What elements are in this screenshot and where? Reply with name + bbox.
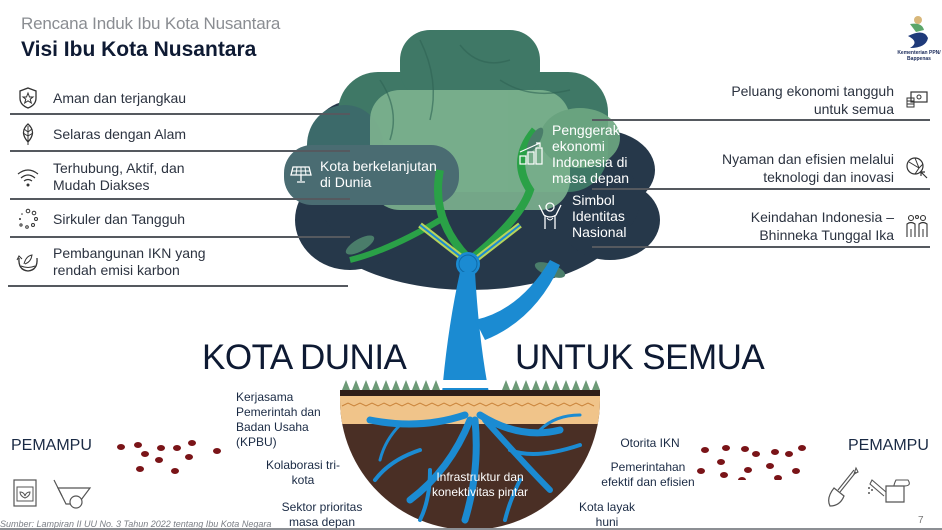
vision-item-label: Selaras dengan Alam	[53, 125, 187, 142]
root-label-line: efektif dan efisien	[601, 475, 695, 489]
tree-label-sustainable-city: Kota berkelanjutan di Dunia	[290, 158, 437, 190]
tree-label-rt-3: Indonesia di	[552, 154, 628, 170]
vision-item-economic-opportunity: Peluang ekonomi tangguh untuk semua	[610, 82, 930, 118]
bappenas-logo: Kementerian PPN/Bappenas	[896, 14, 942, 66]
seed-bag-icon	[13, 479, 37, 507]
root-label-line: Badan Usaha	[236, 420, 309, 434]
root-label-line: Kota layak	[578, 500, 636, 514]
slogan-left: KOTA DUNIA	[202, 338, 407, 377]
page-number: 7	[918, 515, 924, 526]
root-label-tri-city: Kolaborasi tri- kota	[262, 458, 344, 488]
vision-item-label-1: Peluang ekonomi tangguh	[731, 83, 894, 99]
logo-text-2: Bappenas	[907, 56, 931, 62]
wifi-icon	[14, 163, 42, 191]
source-note: Sumber: Lampiran II UU No. 3 Tahun 2022 …	[0, 519, 272, 529]
divider	[10, 236, 350, 238]
divider	[592, 188, 930, 190]
vision-item-technology: Nyaman dan efisien melalui teknologi dan…	[610, 150, 930, 186]
slide-subtitle: Rencana Induk Ibu Kota Nusantara	[21, 14, 281, 33]
vision-item-label-1: Pembangunan IKN yang	[53, 245, 206, 261]
vision-item-label-2: Bhinneka Tunggal Ika	[759, 227, 894, 243]
enabler-label-right: PEMAMPU	[848, 437, 929, 454]
vision-item-label-1: Keindahan Indonesia –	[750, 209, 894, 225]
root-label-authority: Otorita IKN	[605, 436, 695, 451]
money-icon	[904, 87, 930, 113]
root-label-line: Pemerintah dan	[236, 405, 321, 419]
tree-label-rt-2: ekonomi	[552, 138, 605, 154]
tree-label-left-2: di Dunia	[320, 174, 372, 190]
people-icon	[904, 213, 930, 239]
tree-label-rt-4: masa depan	[552, 170, 630, 186]
vision-item-circular: Sirkuler dan Tangguh	[14, 205, 354, 233]
leaf-icon	[14, 120, 42, 148]
wheelbarrow-icon	[53, 479, 92, 509]
tree-label-rb-2: Identitas	[572, 208, 625, 224]
root-label-line: Sektor prioritas	[281, 500, 363, 514]
root-label-center: Infrastruktur dan konektivitas pintar	[410, 470, 550, 500]
root-label-center-1: Infrastruktur dan	[436, 470, 524, 484]
vision-item-safe-affordable: Aman dan terjangkau	[14, 84, 354, 112]
tree-label-rb-3: Nasional	[572, 224, 627, 240]
logo-mark-icon	[908, 16, 928, 48]
solar-panel-icon	[290, 166, 312, 183]
tech-globe-icon	[904, 155, 930, 181]
circular-dots-icon	[14, 205, 42, 233]
watering-can-icon	[868, 479, 910, 503]
vision-item-low-carbon: Pembangunan IKN yang rendah emisi karbon	[14, 245, 354, 279]
vision-item-label-1: Nyaman dan efisien melalui	[722, 151, 894, 167]
logo-text-1: Kementerian PPN/	[897, 50, 941, 56]
tree-illustration	[284, 30, 660, 530]
divider	[10, 198, 350, 200]
root-label-line: Kolaborasi tri-	[265, 458, 341, 472]
divider	[10, 150, 350, 152]
vision-item-harmony-nature: Selaras dengan Alam	[14, 120, 354, 148]
root-label-line: Kerjasama	[236, 390, 294, 404]
vision-item-connected: Terhubung, Aktif, dan Mudah Diakses	[14, 160, 354, 194]
vision-item-label: Aman dan terjangkau	[53, 89, 187, 106]
cheering-person-icon	[538, 202, 562, 229]
root-label-center-2: konektivitas pintar	[431, 485, 529, 499]
seeds-left-icon	[117, 440, 221, 474]
seeds-right-icon	[697, 445, 806, 480]
enabler-label-left: PEMAMPU	[11, 437, 92, 454]
root-label-kpbu: Kerjasama Pemerintah dan Badan Usaha (KP…	[236, 390, 321, 450]
root-label-effective-gov: Pemerintahan efektif dan efisien	[593, 460, 703, 490]
root-label-line: kota	[291, 473, 315, 487]
slide-title: Visi Ibu Kota Nusantara	[21, 38, 257, 61]
tree-label-left-1: Kota berkelanjutan	[320, 158, 437, 174]
divider	[592, 246, 930, 248]
vision-item-label-2: teknologi dan inovasi	[763, 169, 894, 185]
root-label-priority-sector: Sektor prioritas masa depan	[272, 500, 372, 530]
bottom-border	[0, 528, 942, 530]
divider	[8, 285, 348, 287]
vision-item-label-2: Mudah Diakses	[53, 177, 150, 193]
shield-star-icon	[14, 84, 42, 112]
vision-item-label: Sirkuler dan Tangguh	[53, 210, 186, 227]
low-carbon-icon	[14, 248, 42, 276]
vision-item-label-2: untuk semua	[813, 101, 894, 117]
divider	[592, 119, 930, 121]
root-label-line: masa depan	[288, 515, 356, 529]
tree-label-national-identity: Simbol Identitas Nasional	[536, 192, 626, 240]
divider	[10, 113, 350, 115]
root-label-line: Pemerintahan	[610, 460, 686, 474]
vision-item-diversity: Keindahan Indonesia – Bhinneka Tunggal I…	[610, 208, 930, 244]
tree-label-rb-1: Simbol	[572, 192, 615, 208]
root-label-livable-city: Kota layak huni	[572, 500, 642, 530]
root-label-line: (KPBU)	[236, 435, 277, 449]
growth-chart-icon	[519, 142, 543, 165]
root-label-line: huni	[595, 515, 619, 529]
slogan-right: UNTUK SEMUA	[515, 338, 765, 377]
vision-item-label-2: rendah emisi karbon	[53, 262, 180, 278]
vision-item-label-1: Terhubung, Aktif, dan	[53, 160, 185, 176]
tree-label-economic-driver: Penggerak ekonomi Indonesia di masa depa…	[518, 122, 629, 186]
shovel-icon	[828, 466, 859, 507]
root-label-line: Otorita IKN	[620, 436, 680, 450]
tree-label-rt-1: Penggerak	[552, 122, 620, 138]
